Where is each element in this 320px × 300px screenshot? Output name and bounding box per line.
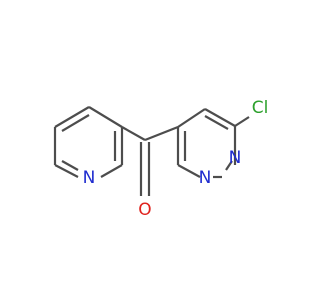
bond <box>204 108 236 127</box>
bond <box>61 114 90 132</box>
bond <box>54 106 90 128</box>
structure-diagram: N O N N Cl <box>53 98 269 220</box>
bond <box>88 106 123 128</box>
bond <box>204 115 229 130</box>
atom-n-pyridazine-1: N <box>199 168 212 188</box>
bond <box>144 125 179 142</box>
molecule-canvas: N O N N Cl <box>53 98 269 220</box>
bond <box>54 164 79 178</box>
bond <box>177 108 206 128</box>
atom-cl: Cl <box>252 98 269 118</box>
carbonyl-group <box>121 125 179 196</box>
pyridazine-ring <box>176 108 237 179</box>
atom-n-pyridazine-2: N <box>229 148 242 168</box>
atom-n-pyridine: N <box>83 168 96 188</box>
bond <box>177 164 201 178</box>
pyridine-ring <box>53 106 124 178</box>
atom-o-carbonyl: O <box>138 200 151 220</box>
bond <box>100 164 123 178</box>
bond <box>61 160 79 171</box>
bond <box>121 126 146 141</box>
bond <box>225 160 233 171</box>
bond <box>234 116 250 127</box>
